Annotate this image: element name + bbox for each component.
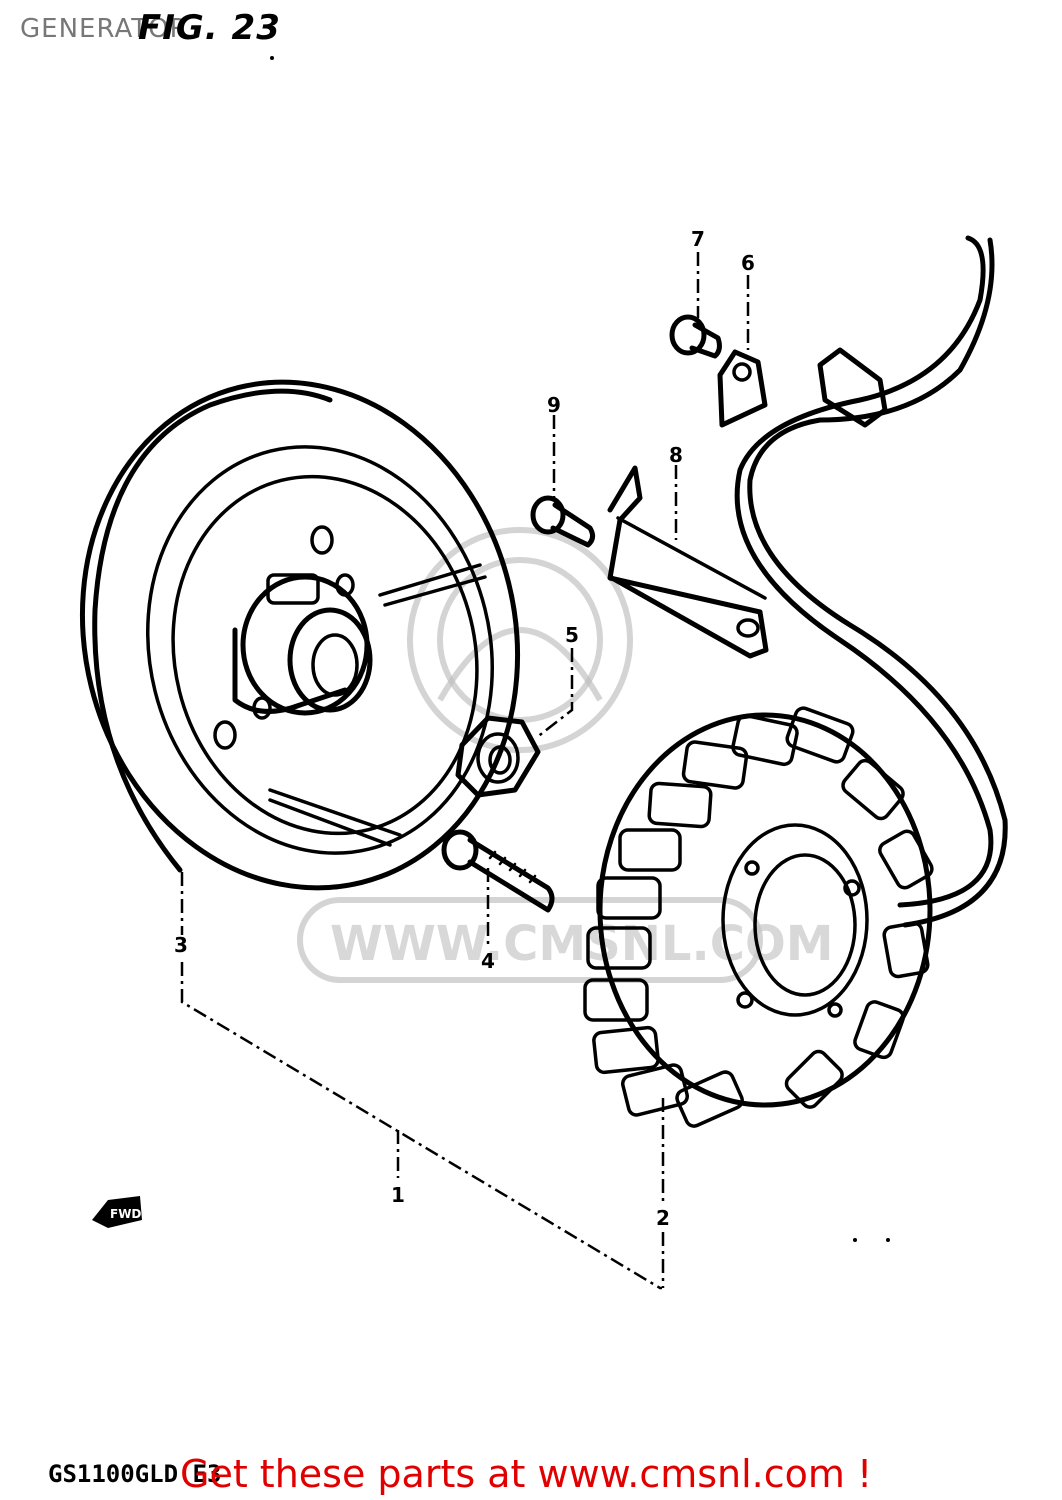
callout-4: 4 <box>481 949 495 973</box>
nut-drawing <box>455 715 541 798</box>
watermark-text: WWW.CMSNL.COM <box>330 916 834 972</box>
callout-3: 3 <box>174 933 188 957</box>
speck <box>270 56 274 60</box>
callout-5: 5 <box>565 623 579 647</box>
callout-7: 7 <box>691 227 705 251</box>
bolt-drawing <box>441 829 555 913</box>
speck <box>886 1238 890 1242</box>
callout-6: 6 <box>741 251 755 275</box>
screw-7-drawing <box>669 314 722 359</box>
callout-8: 8 <box>669 443 683 467</box>
callout-9: 9 <box>547 393 561 417</box>
callout-1: 1 <box>391 1183 405 1207</box>
screw-9-drawing <box>530 495 596 548</box>
rotor-drawing <box>79 379 521 891</box>
speck <box>853 1238 857 1242</box>
page-title: GENERATOR <box>20 14 189 44</box>
figure-label: FIG. 23 <box>138 8 281 48</box>
buy-parts-link[interactable]: Get these parts at www.cmsnl.com ! <box>180 1452 873 1496</box>
stator-drawing <box>583 235 1008 1128</box>
callout-2: 2 <box>656 1206 670 1230</box>
watermark-logo: WWW.CMSNL.COM <box>297 527 834 983</box>
leader-lines <box>180 252 750 1290</box>
forward-tag-text: FWD <box>110 1207 141 1221</box>
model-code: GS1100GLD E3 <box>48 1460 222 1488</box>
forward-arrow-icon: FWD <box>92 1196 142 1228</box>
clamp-6-drawing <box>717 349 768 428</box>
plate-8-drawing <box>607 465 769 659</box>
